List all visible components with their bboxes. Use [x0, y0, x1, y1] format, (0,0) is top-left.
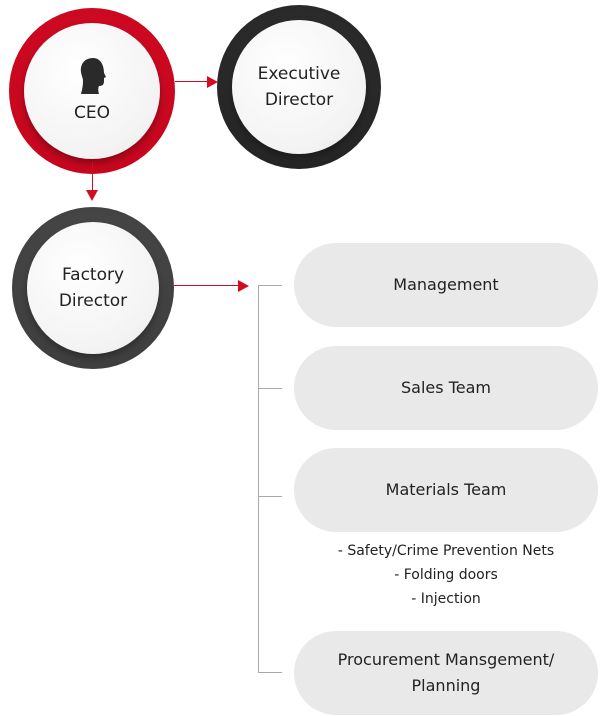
- ceo-to-executive-arrowhead: [207, 76, 218, 88]
- department-procurement-label-line1: Procurement Mansgement/: [337, 650, 555, 669]
- factory-director-label-line2: Director: [58, 291, 128, 311]
- factory-director-node: Factory Director: [12, 207, 174, 369]
- ceo-node: CEO: [9, 8, 175, 174]
- ceo-label: CEO: [74, 103, 110, 123]
- ceo-to-factory-connector: [92, 162, 93, 192]
- department-procurement-label-line2: Planning: [411, 676, 481, 695]
- department-procurement-planning: Procurement Mansgement/ Planning: [294, 631, 598, 715]
- materials-team-sub-items: - Safety/Crime Prevention Nets - Folding…: [294, 539, 598, 611]
- executive-director-node: Executive Director: [217, 5, 381, 169]
- factory-to-departments-arrowhead: [238, 280, 249, 292]
- person-head-icon: [80, 58, 106, 94]
- department-bracket-vertical: [258, 285, 259, 673]
- ceo-to-factory-arrowhead: [86, 190, 98, 201]
- department-bracket-tick-procurement: [258, 672, 282, 673]
- department-bracket-tick-materials: [258, 496, 282, 497]
- ceo-to-executive-connector: [175, 81, 209, 82]
- materials-sub-item: - Injection: [411, 591, 481, 607]
- factory-to-departments-connector: [174, 285, 240, 286]
- materials-sub-item: - Folding doors: [394, 567, 498, 583]
- department-sales-team-label: Sales Team: [401, 378, 491, 397]
- department-materials-team: Materials Team: [294, 448, 598, 532]
- department-bracket-tick-management: [258, 285, 282, 286]
- department-sales-team: Sales Team: [294, 346, 598, 430]
- materials-sub-item: - Safety/Crime Prevention Nets: [337, 543, 555, 559]
- department-management-label: Management: [393, 275, 499, 294]
- executive-director-label-line2: Director: [264, 90, 334, 110]
- executive-director-node-face: Executive Director: [232, 20, 366, 154]
- department-management: Management: [294, 243, 598, 327]
- department-materials-team-label: Materials Team: [385, 480, 507, 499]
- factory-director-node-face: Factory Director: [27, 222, 159, 354]
- executive-director-label-line1: Executive: [257, 64, 341, 84]
- factory-director-label-line1: Factory: [61, 265, 125, 285]
- department-bracket-tick-sales: [258, 388, 282, 389]
- ceo-node-face: CEO: [24, 23, 160, 159]
